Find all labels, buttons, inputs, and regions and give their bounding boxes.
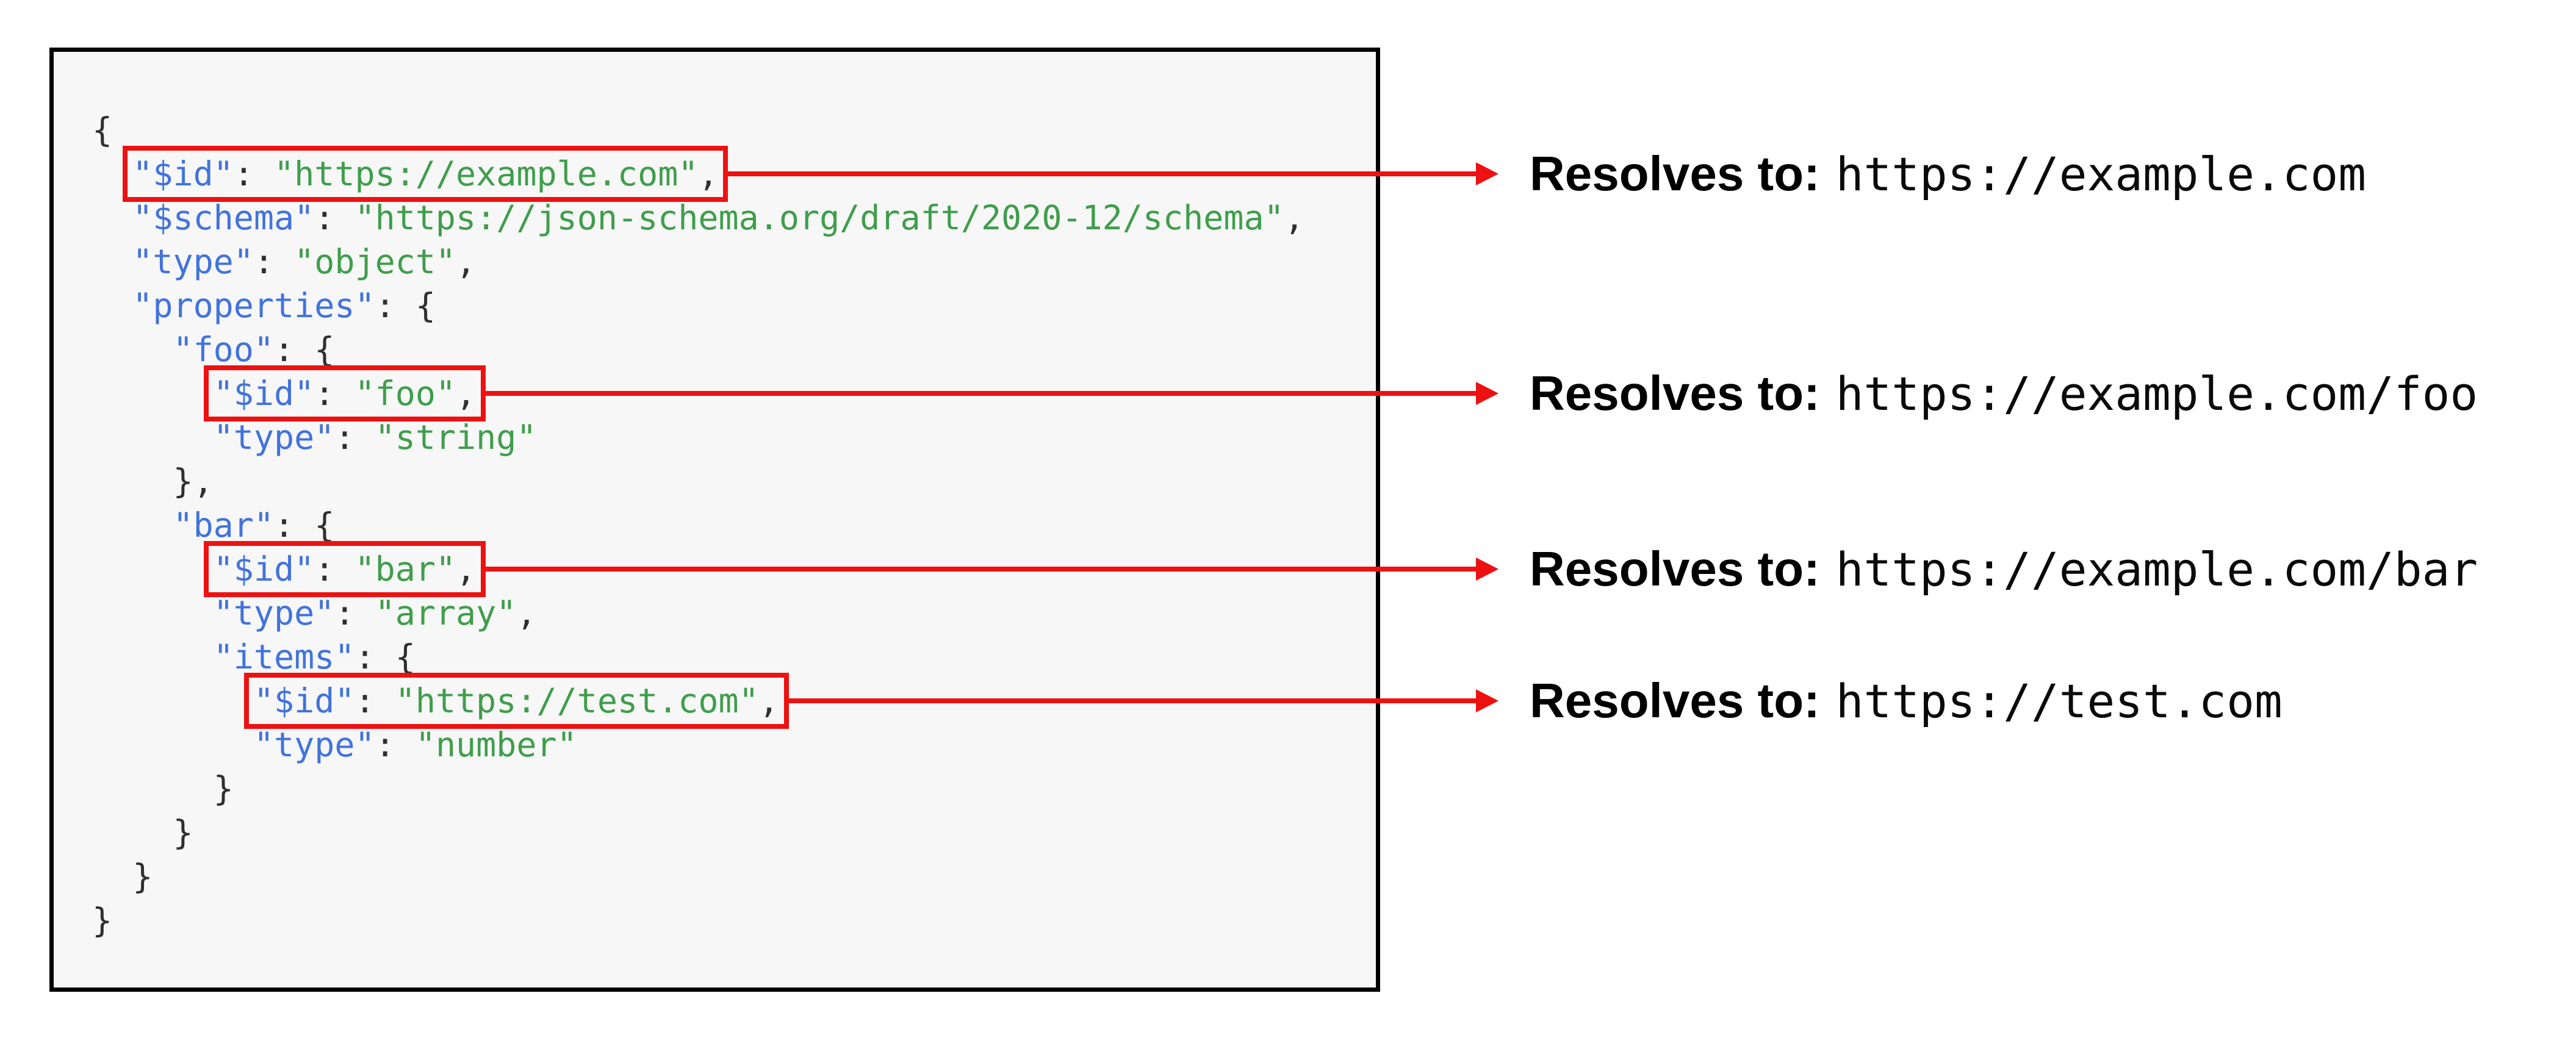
code-line: "$id": "https://test.com",: [253, 681, 779, 720]
arrow-line-3: [481, 557, 1498, 581]
code-line: },: [92, 462, 214, 501]
arrow-head-icon: [1476, 162, 1498, 185]
json-schema-code-block: { "$id": "https://example.com", "$schema…: [49, 48, 1380, 992]
arrow-head-icon: [1476, 382, 1498, 405]
code-line: "items": {: [213, 637, 416, 676]
code-line: "$id": "bar",: [213, 550, 477, 589]
code-line: }: [92, 769, 234, 808]
code-line: }: [92, 813, 193, 852]
arrow-line-1: [723, 162, 1498, 185]
resolved-url: https://example.com/foo: [1835, 366, 2478, 421]
arrow-head-icon: [1476, 557, 1498, 581]
resolves-label: Resolves to:: [1530, 366, 1820, 420]
resolved-url: https://example.com/bar: [1835, 542, 2478, 597]
code-line: }: [92, 857, 153, 896]
arrow-line-4: [784, 689, 1498, 712]
code-line: "type": "array",: [213, 593, 537, 633]
annotation-resolves-bar: Resolves to: https://example.com/bar: [1530, 532, 2478, 606]
code-line: {: [92, 110, 113, 149]
arrow-line-2: [481, 382, 1498, 405]
annotation-resolves-test: Resolves to: https://test.com: [1530, 664, 2283, 737]
code-line: "bar": {: [173, 506, 335, 545]
code-line: "foo": {: [173, 330, 335, 369]
highlight-box-bar-id: [204, 541, 486, 597]
code-line: "type": "object",: [132, 242, 477, 281]
arrow-head-icon: [1476, 689, 1498, 712]
code-line: "type": "number": [253, 725, 577, 764]
resolved-url: https://test.com: [1835, 673, 2283, 728]
highlight-box-root-id: [123, 146, 728, 202]
highlight-box-items-id: [244, 673, 789, 729]
annotation-resolves-root: Resolves to: https://example.com: [1530, 137, 2366, 210]
code-line: }: [92, 901, 113, 940]
highlight-box-foo-id: [204, 365, 486, 421]
code-line: "$id": "https://example.com",: [132, 154, 719, 193]
code-line: "properties": {: [132, 286, 436, 325]
code-content: { "$id": "https://example.com", "$schema…: [54, 52, 1376, 942]
code-line: "$schema": "https://json-schema.org/draf…: [132, 198, 1304, 237]
resolves-label: Resolves to:: [1530, 542, 1820, 596]
resolves-label: Resolves to:: [1530, 146, 1820, 201]
code-line: "type": "string": [213, 418, 537, 457]
resolves-label: Resolves to:: [1530, 673, 1820, 728]
code-line: "$id": "foo",: [213, 374, 477, 413]
resolved-url: https://example.com: [1835, 146, 2367, 201]
annotation-resolves-foo: Resolves to: https://example.com/foo: [1530, 357, 2478, 430]
